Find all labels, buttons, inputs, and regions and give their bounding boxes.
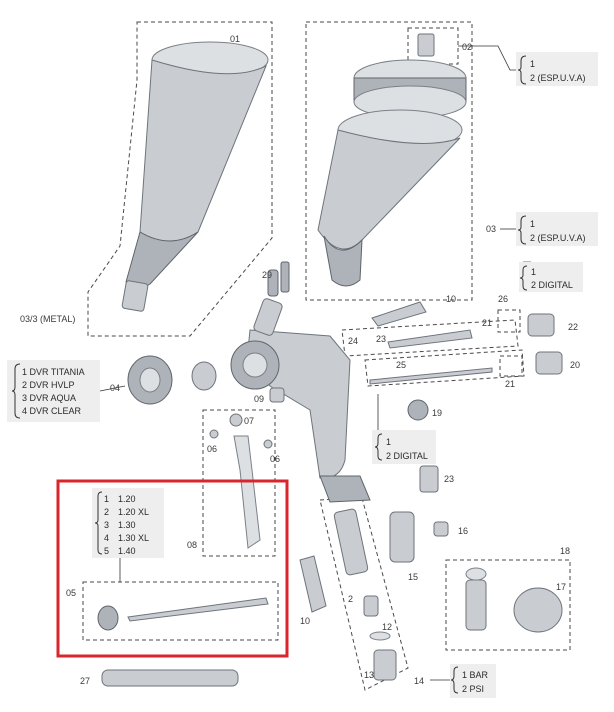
highlight-frame	[56, 479, 289, 658]
callout-23a: 23	[376, 334, 386, 344]
options-box-26	[519, 262, 583, 292]
opt05-v1: 1.20	[118, 494, 136, 504]
opt04-3: 3 DVR AQUA	[22, 393, 76, 403]
callout-03-3: 03/3 (METAL)	[20, 314, 75, 324]
nut-20	[535, 351, 563, 375]
callout-23b: 23	[444, 474, 454, 484]
callout-09: 09	[254, 394, 264, 404]
options-box-02	[516, 52, 598, 86]
opt26-1: 1	[531, 267, 536, 277]
callout-25: 25	[396, 360, 406, 370]
callout-06a: 06	[207, 444, 217, 454]
callout-16: 16	[458, 526, 468, 536]
callout-2: 2	[348, 594, 353, 604]
nut-22	[527, 313, 555, 337]
callout-07: 07	[244, 416, 254, 426]
callout-21a: 21	[482, 318, 492, 328]
group-21b	[499, 355, 523, 377]
options-box-19	[372, 430, 436, 464]
options-box-05	[92, 488, 164, 558]
opt05-n3: 3	[104, 520, 109, 530]
opt19-2: 2 DIGITAL	[386, 451, 428, 461]
air-cap-04	[127, 355, 217, 405]
pin-10	[299, 301, 427, 613]
callout-05: 05	[66, 588, 76, 598]
callout-21b: 21	[505, 379, 515, 389]
opt19-1: 1	[386, 437, 391, 447]
fitting-18	[465, 567, 563, 633]
group-08	[202, 409, 276, 557]
pipe-27	[101, 669, 239, 687]
opt03-1: 1	[530, 219, 535, 229]
callout-15: 15	[408, 572, 418, 582]
callout-03: 03	[486, 224, 496, 234]
group-21a	[497, 309, 521, 333]
knob-19	[407, 399, 429, 421]
callout-10b: 10	[300, 616, 310, 626]
callout-14: 14	[414, 676, 424, 686]
part-29	[280, 261, 290, 293]
opt14-2: 2 PSI	[462, 684, 484, 694]
opt02-1: 1	[530, 59, 535, 69]
part-23	[419, 465, 439, 493]
callout-13: 13	[364, 670, 374, 680]
options-box-04	[7, 360, 100, 422]
part-16	[433, 521, 449, 537]
trigger-08	[209, 413, 273, 549]
opt05-n1: 1	[104, 494, 109, 504]
opt05-v4: 1.30 XL	[118, 533, 149, 543]
opt04-2: 2 DVR HVLP	[22, 380, 75, 390]
part-15	[389, 511, 415, 563]
callout-18: 18	[560, 546, 570, 556]
part-09	[269, 387, 285, 403]
callout-08: 08	[187, 540, 197, 550]
cup-03-group	[305, 21, 473, 301]
callout-17: 17	[556, 582, 566, 592]
nozzle-05	[97, 597, 269, 631]
opt14-1: 1 BAR	[462, 670, 489, 680]
callout-01: 01	[230, 34, 240, 44]
group-18	[445, 559, 571, 651]
opt05-n5: 5	[104, 546, 109, 556]
spray-gun-body	[230, 269, 371, 503]
group-02	[407, 27, 459, 65]
options-box-14	[450, 664, 496, 698]
callout-12: 12	[382, 622, 392, 632]
cup-01-group	[87, 21, 273, 337]
needle-25	[369, 367, 493, 385]
opt03-2: 2 (ESP.U.V.A)	[530, 233, 586, 243]
opt05-n2: 2	[104, 507, 109, 517]
callout-29: 29	[262, 270, 272, 280]
group-24	[341, 319, 519, 357]
opt05-v5: 1.40	[118, 546, 136, 556]
opt02-2: 2 (ESP.U.V.A)	[530, 73, 586, 83]
callout-10a: 10	[446, 294, 456, 304]
opt05-n4: 4	[104, 533, 109, 543]
callout-22: 22	[568, 322, 578, 332]
callout-24: 24	[348, 336, 358, 346]
opt26-2: 2 DIGITAL	[531, 280, 573, 290]
cup-03	[317, 33, 467, 287]
callout-26: 26	[498, 294, 508, 304]
group-05	[82, 581, 279, 641]
callout-02: 02	[462, 42, 472, 52]
group-25	[364, 349, 525, 387]
opt05-v3: 1.30	[118, 520, 136, 530]
regulator-13	[333, 508, 397, 681]
opt05-v2: 1.20 XL	[118, 507, 149, 517]
callout-27: 27	[80, 676, 90, 686]
rod-24	[387, 329, 473, 349]
callout-04: 04	[110, 383, 120, 393]
callout-20: 20	[570, 360, 580, 370]
callout-06b: 06	[270, 454, 280, 464]
opt04-4: 4 DVR CLEAR	[22, 406, 82, 416]
options-box-03	[516, 212, 598, 246]
opt04-1: 1 DVR TITANIA	[22, 367, 85, 377]
callout-19: 19	[432, 408, 442, 418]
cup-01	[121, 41, 269, 312]
